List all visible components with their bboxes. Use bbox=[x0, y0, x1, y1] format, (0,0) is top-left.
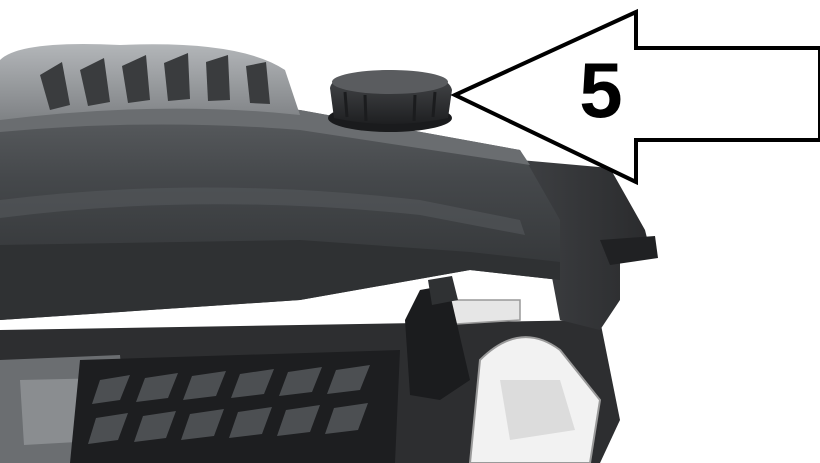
rear-housing bbox=[520, 160, 658, 330]
recoil-starter-cover bbox=[0, 44, 300, 120]
engine-shroud bbox=[0, 102, 560, 320]
arrow-pointer-icon bbox=[450, 8, 820, 186]
oil-fill-cap bbox=[328, 70, 452, 132]
air-filter-grille bbox=[70, 350, 400, 463]
control-lever bbox=[405, 276, 470, 400]
callout-number: 5 bbox=[579, 46, 623, 134]
throttle-bracket bbox=[428, 299, 602, 463]
